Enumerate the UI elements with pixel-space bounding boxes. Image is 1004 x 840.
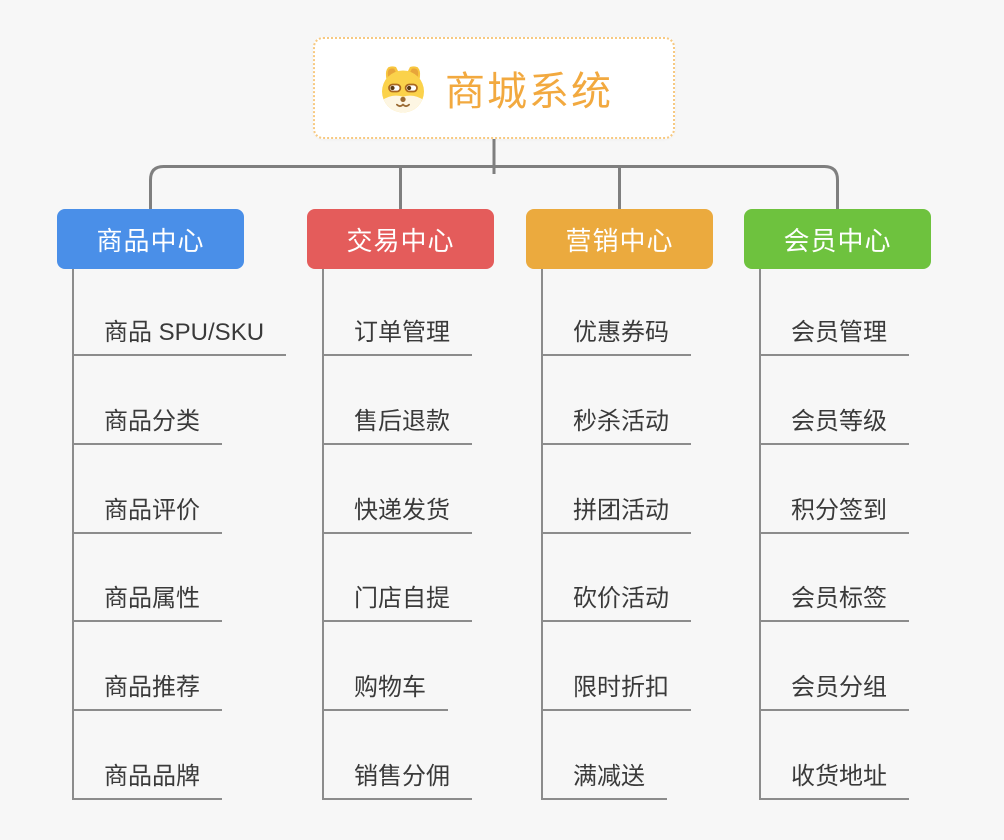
leaf-node[interactable]: 商品属性 xyxy=(72,578,222,623)
leaf-node[interactable]: 商品 SPU/SKU xyxy=(72,312,287,356)
leaf-node[interactable]: 商品推荐 xyxy=(72,667,222,712)
branch-trunk-line xyxy=(759,269,761,800)
leaf-node[interactable]: 购物车 xyxy=(322,667,448,712)
leaf-node[interactable]: 门店自提 xyxy=(322,578,472,623)
leaf-node[interactable]: 积分签到 xyxy=(759,490,909,534)
branch-node-label: 交易中心 xyxy=(346,225,455,256)
branch-node-label: 会员中心 xyxy=(783,225,892,256)
leaf-node[interactable]: 砍价活动 xyxy=(541,578,691,623)
leaf-node[interactable]: 会员分组 xyxy=(759,667,909,712)
leaf-node[interactable]: 满减送 xyxy=(541,756,667,800)
branch-node-label: 商品中心 xyxy=(96,225,205,256)
leaf-node[interactable]: 快递发货 xyxy=(322,490,472,534)
root-node[interactable]: 商城系统 xyxy=(313,37,675,139)
leaf-node[interactable]: 商品品牌 xyxy=(72,756,222,800)
branch-node-2[interactable]: 交易中心 xyxy=(307,209,494,269)
leaf-node[interactable]: 会员管理 xyxy=(759,312,909,356)
leaf-node[interactable]: 限时折扣 xyxy=(541,667,691,712)
leaf-node[interactable]: 销售分佣 xyxy=(322,756,472,800)
leaf-node[interactable]: 优惠券码 xyxy=(541,312,691,356)
branch-node-3[interactable]: 营销中心 xyxy=(526,209,713,269)
root-node-label: 商城系统 xyxy=(445,70,613,114)
branch-trunk-line xyxy=(541,269,543,800)
leaf-node[interactable]: 收货地址 xyxy=(759,756,909,800)
leaf-node[interactable]: 拼团活动 xyxy=(541,490,691,534)
branch-node-4[interactable]: 会员中心 xyxy=(744,209,931,269)
branch-trunk-line xyxy=(72,269,74,800)
branch-node-1[interactable]: 商品中心 xyxy=(57,209,244,269)
leaf-node[interactable]: 秒杀活动 xyxy=(541,401,691,445)
leaf-node[interactable]: 订单管理 xyxy=(322,312,472,356)
leaf-node[interactable]: 商品分类 xyxy=(72,401,222,445)
leaf-node[interactable]: 会员标签 xyxy=(759,578,909,623)
rail-line xyxy=(149,165,839,209)
leaf-node[interactable]: 售后退款 xyxy=(322,401,472,445)
leaf-node[interactable]: 会员等级 xyxy=(759,401,909,445)
branch-trunk-line xyxy=(322,269,324,800)
shiba-dog-icon xyxy=(382,66,424,113)
leaf-node[interactable]: 商品评价 xyxy=(72,490,222,534)
branch-node-label: 营销中心 xyxy=(565,225,674,256)
